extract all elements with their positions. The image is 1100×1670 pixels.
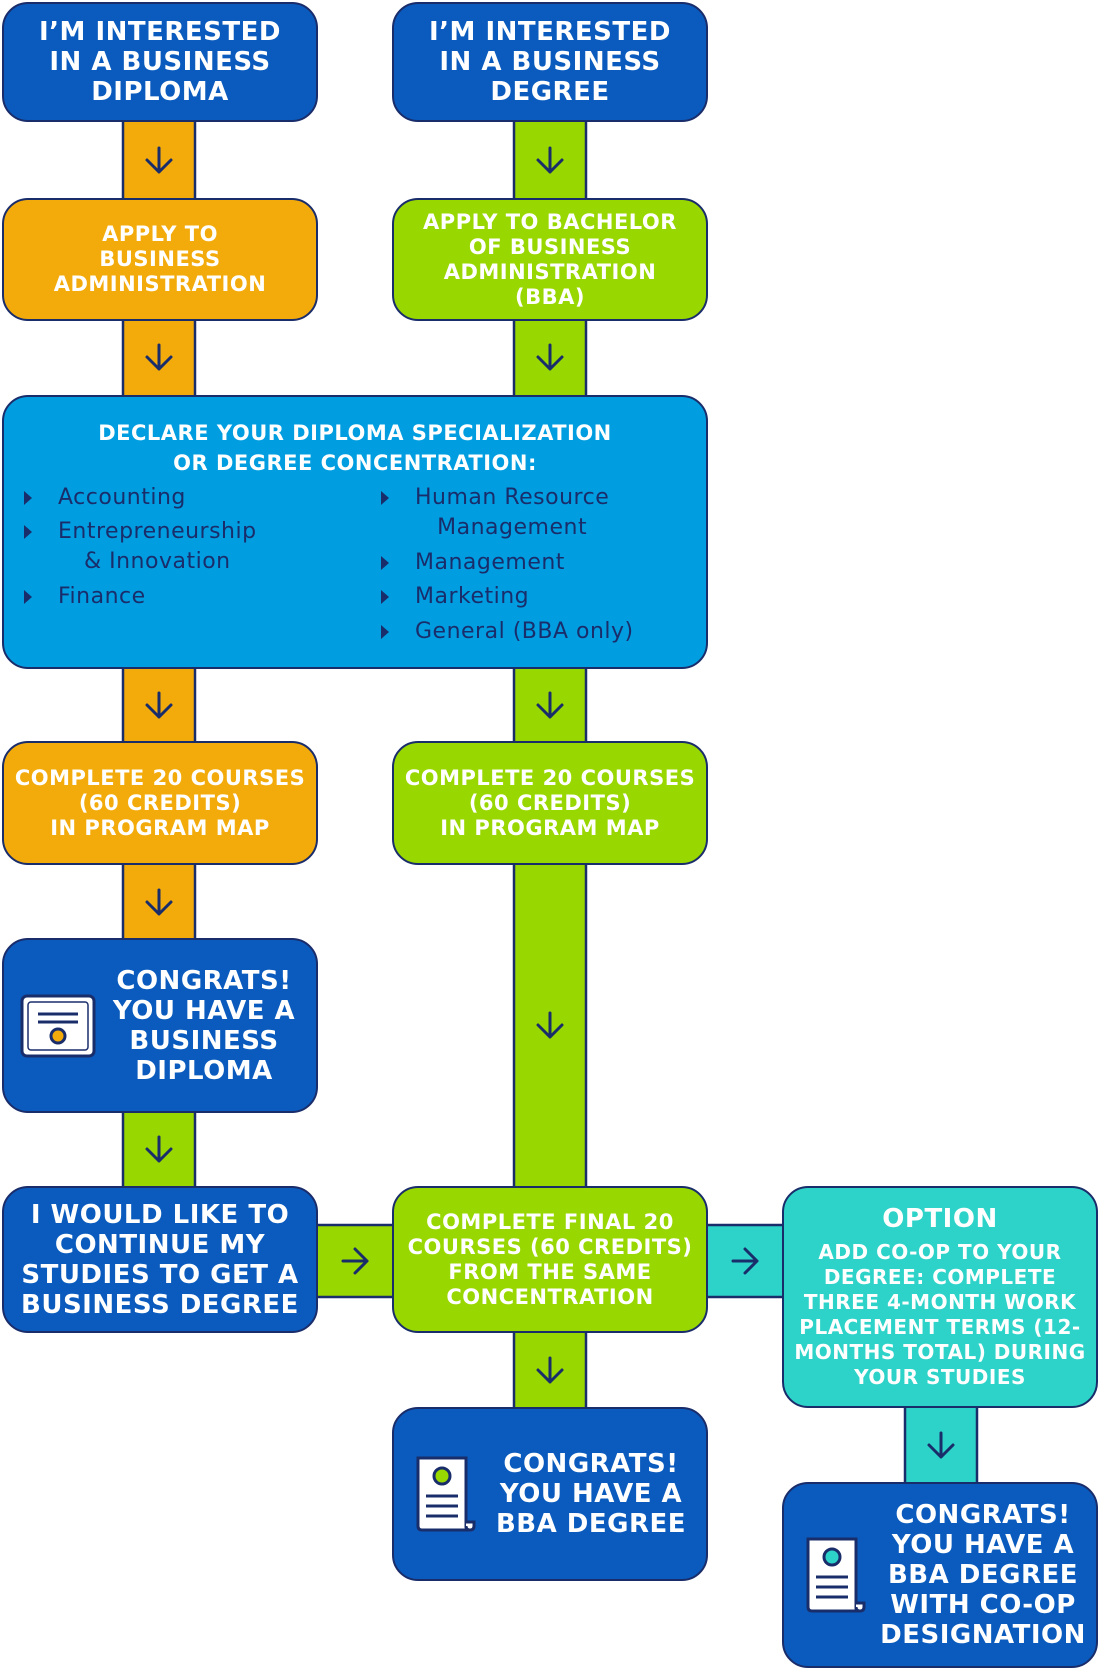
list-item: Entrepreneurship & Innovation bbox=[24, 517, 257, 577]
list-item: General (BBA only) bbox=[381, 617, 634, 647]
arrow-down-icon bbox=[145, 343, 173, 371]
congrats-bba-box: CONGRATS! YOU HAVE A BBA DEGREE bbox=[392, 1407, 708, 1581]
arrow-down-icon bbox=[536, 691, 564, 719]
arrow-down-icon bbox=[145, 1135, 173, 1163]
list-item: Marketing bbox=[381, 582, 529, 612]
declare-title-line2: OR DEGREE CONCENTRATION: bbox=[173, 451, 537, 475]
complete-final-text: COMPLETE FINAL 20 COURSES (60 CREDITS) F… bbox=[407, 1209, 693, 1309]
arrow-down-icon bbox=[145, 691, 173, 719]
declare-box: DECLARE YOUR DIPLOMA SPECIALIZATION OR D… bbox=[2, 395, 708, 669]
complete-final-box: COMPLETE FINAL 20 COURSES (60 CREDITS) F… bbox=[392, 1186, 708, 1333]
arrow-down-icon bbox=[145, 888, 173, 916]
start-degree-text: I’M INTERESTED IN A BUSINESS DEGREE bbox=[429, 17, 671, 107]
apply-degree-text: APPLY TO BACHELOR OF BUSINESS ADMINISTRA… bbox=[423, 209, 677, 309]
arrow-right-icon bbox=[731, 1247, 759, 1275]
arrow-down-icon bbox=[536, 1011, 564, 1039]
start-diploma-text: I’M INTERESTED IN A BUSINESS DIPLOMA bbox=[39, 17, 281, 107]
apply-degree-box: APPLY TO BACHELOR OF BUSINESS ADMINISTRA… bbox=[392, 198, 708, 321]
declare-title: DECLARE YOUR DIPLOMA SPECIALIZATION OR D… bbox=[98, 421, 612, 476]
degree-scroll-icon bbox=[416, 1456, 476, 1532]
option-text: ADD CO-OP TO YOUR DEGREE: COMPLETE THREE… bbox=[794, 1240, 1086, 1389]
list-item: Accounting bbox=[24, 483, 186, 513]
complete-diploma-box: COMPLETE 20 COURSES (60 CREDITS) IN PROG… bbox=[2, 741, 318, 865]
diploma-certificate-icon bbox=[20, 994, 96, 1057]
declare-title-line1: DECLARE YOUR DIPLOMA SPECIALIZATION bbox=[98, 421, 612, 445]
apply-diploma-text: APPLY TO BUSINESS ADMINISTRATION bbox=[53, 222, 267, 296]
congrats-bba-text: CONGRATS! YOU HAVE A BBA DEGREE bbox=[495, 1449, 687, 1539]
list-item: Human Resource Management bbox=[381, 483, 609, 543]
continue-studies-text: I WOULD LIKE TO CONTINUE MY STUDIES TO G… bbox=[21, 1199, 299, 1320]
list-item: Management bbox=[381, 548, 565, 578]
degree-scroll-icon bbox=[806, 1537, 866, 1613]
congrats-diploma-box: CONGRATS! YOU HAVE A BUSINESS DIPLOMA bbox=[2, 938, 318, 1113]
start-diploma-box: I’M INTERESTED IN A BUSINESS DIPLOMA bbox=[2, 2, 318, 122]
apply-diploma-box: APPLY TO BUSINESS ADMINISTRATION bbox=[2, 198, 318, 321]
option-box: OPTION ADD CO-OP TO YOUR DEGREE: COMPLET… bbox=[782, 1186, 1098, 1408]
arrow-down-icon bbox=[927, 1431, 955, 1459]
continue-studies-box: I WOULD LIKE TO CONTINUE MY STUDIES TO G… bbox=[2, 1186, 318, 1333]
option-title: OPTION bbox=[882, 1204, 998, 1234]
arrow-down-icon bbox=[145, 146, 173, 174]
arrow-down-icon bbox=[536, 343, 564, 371]
connector-degree-4 bbox=[512, 860, 588, 1191]
start-degree-box: I’M INTERESTED IN A BUSINESS DEGREE bbox=[392, 2, 708, 122]
arrow-down-icon bbox=[536, 146, 564, 174]
congrats-coop-text: CONGRATS! YOU HAVE A BBA DEGREE WITH CO-… bbox=[880, 1500, 1086, 1650]
list-item: Finance bbox=[24, 582, 146, 612]
congrats-coop-box: CONGRATS! YOU HAVE A BBA DEGREE WITH CO-… bbox=[782, 1482, 1098, 1668]
arrow-down-icon bbox=[536, 1356, 564, 1384]
complete-degree-box: COMPLETE 20 COURSES (60 CREDITS) IN PROG… bbox=[392, 741, 708, 865]
arrow-right-icon bbox=[341, 1247, 369, 1275]
congrats-diploma-text: CONGRATS! YOU HAVE A BUSINESS DIPLOMA bbox=[112, 965, 296, 1086]
